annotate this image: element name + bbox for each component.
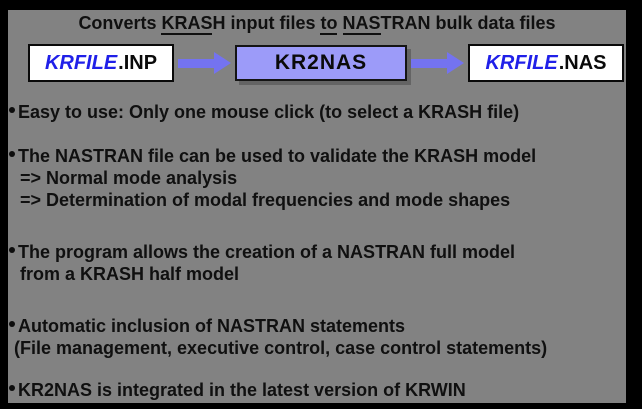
bullet-item-krwin-integration: KR2NAS is integrated in the latest versi…	[8, 379, 626, 401]
input-file-ext: .INP	[118, 51, 158, 74]
flow-arrow-icon	[407, 52, 468, 74]
bullet-dot-icon	[9, 385, 15, 391]
program-name: KR2NAS	[274, 51, 368, 74]
conversion-flow-diagram: KRFILE.INP KR2NAS KRFILE.NAS	[28, 40, 624, 86]
bullet-item-easy-to-use: Easy to use: Only one mouse click (to se…	[8, 101, 626, 123]
slide-content: Converts KRASH input files to NASTRAN bu…	[8, 10, 626, 403]
title-segment: Converts	[78, 13, 162, 33]
bullet-subline: => Determination of modal frequencies an…	[20, 190, 511, 210]
bullet-line: KR2NAS is integrated in the latest versi…	[18, 380, 466, 400]
output-file-ext: .NAS	[558, 51, 607, 74]
program-box: KR2NAS	[235, 45, 407, 81]
bullet-item-validate-model: The NASTRAN file can be used to validate…	[8, 145, 626, 211]
bullet-line: Automatic inclusion of NASTRAN statement…	[18, 316, 406, 336]
bullet-subline: (File management, executive control, cas…	[14, 338, 548, 358]
bullet-line: The NASTRAN file can be used to validate…	[18, 146, 537, 166]
title-segment-underlined: NAS	[342, 13, 381, 35]
output-file-name: KRFILE	[485, 51, 558, 74]
title-segment-underlined: to	[320, 13, 338, 35]
bullet-dot-icon	[9, 107, 15, 113]
bullet-list: Easy to use: Only one mouse click (to se…	[8, 101, 626, 401]
input-file-box: KRFILE.INP	[28, 44, 174, 82]
bullet-item-full-model: The program allows the creation of a NAS…	[8, 241, 626, 285]
flow-arrow-icon	[174, 52, 235, 74]
input-file-name: KRFILE	[44, 51, 118, 74]
output-file-box: KRFILE.NAS	[468, 44, 624, 82]
bullet-dot-icon	[9, 247, 15, 253]
arrow-head	[447, 52, 464, 74]
title-segment: TRAN bulk data files	[380, 13, 556, 33]
bullet-line: The program allows the creation of a NAS…	[18, 242, 516, 262]
bullet-subline: => Normal mode analysis	[20, 168, 238, 188]
title-segment-underlined: KRAS	[161, 13, 213, 35]
arrow-body	[178, 58, 214, 68]
bullet-dot-icon	[9, 321, 15, 327]
title-segment: H input files	[212, 13, 321, 33]
bullet-subline: from a KRASH half model	[20, 264, 240, 284]
bullet-item-automatic-inclusion: Automatic inclusion of NASTRAN statement…	[8, 315, 626, 359]
bullet-dot-icon	[9, 151, 15, 157]
arrow-body	[411, 58, 447, 68]
slide-title: Converts KRASH input files to NASTRAN bu…	[8, 12, 626, 35]
bullet-line: Easy to use: Only one mouse click (to se…	[18, 102, 520, 122]
title-segment	[337, 13, 342, 33]
arrow-head	[214, 52, 231, 74]
